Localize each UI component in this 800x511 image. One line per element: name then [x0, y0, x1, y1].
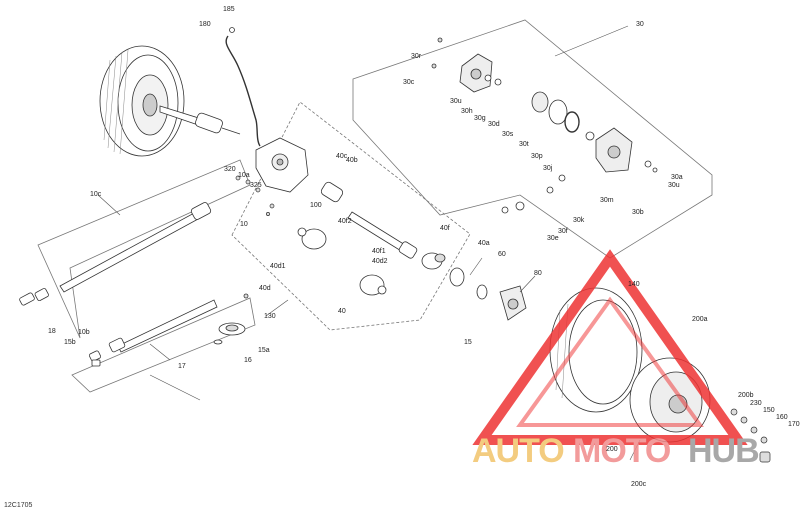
callout-30k: 30k: [573, 217, 585, 224]
callout-30f: 30f: [558, 228, 568, 235]
callout-200a: 200a: [692, 316, 708, 323]
watermark-text-moto: MOTO: [573, 432, 671, 470]
callout-40f2: 40f2: [338, 218, 352, 225]
callout-30e: 30e: [547, 235, 559, 242]
front-gearbox: [255, 137, 309, 193]
propeller-shaft: [19, 202, 212, 306]
callout-40d2: 40d2: [372, 258, 388, 265]
callout-30b: 30b: [632, 209, 644, 216]
drive-shaft: [89, 299, 218, 367]
callout-10: 10: [240, 221, 248, 228]
callout-15: 15: [464, 339, 472, 346]
diagram-code: 12C1705: [4, 502, 33, 509]
callout-320: 320: [224, 166, 236, 173]
callout-30g: 30g: [474, 115, 486, 122]
callout-80: 80: [534, 270, 542, 277]
halfshaft-40: [297, 181, 446, 296]
callout-200: 200: [606, 446, 618, 453]
callout-40f: 40f: [440, 225, 450, 232]
watermark-text-hub: HUB: [688, 432, 759, 470]
callout-200b: 200b: [738, 392, 754, 399]
leader-lines: [97, 25, 641, 461]
callout-30c: 30c: [403, 79, 415, 86]
callout-30s: 30s: [502, 131, 514, 138]
callout-30r: 30r: [411, 53, 422, 60]
callout-40b: 40b: [346, 157, 358, 164]
callout-30: 30: [636, 21, 644, 28]
frame-driveshaft-group: [71, 297, 256, 393]
rear-differential: [431, 37, 658, 214]
watermark: AUTO MOTO HUB: [472, 249, 760, 470]
callout-30u: 30u: [668, 182, 680, 189]
callout-230: 230: [750, 400, 762, 407]
callout-40: 40: [338, 308, 346, 315]
callout-30t: 30t: [519, 141, 529, 148]
vent-hose: [225, 27, 261, 147]
carrier-bearing: [213, 293, 249, 345]
callout-40a: 40a: [478, 240, 490, 247]
small-fasteners-right: [730, 408, 771, 463]
callout-185: 185: [223, 6, 235, 13]
callout-15a: 15a: [258, 347, 270, 354]
callout-30p: 30p: [531, 153, 543, 160]
callout-40d: 40d: [259, 285, 271, 292]
callout-10a: 10a: [238, 172, 250, 179]
left-halfshaft: [159, 105, 241, 135]
callout-16: 16: [244, 357, 252, 364]
callout-200c: 200c: [631, 481, 647, 488]
callout-10c: 10c: [90, 191, 102, 198]
callout-180: 180: [199, 21, 211, 28]
callout-325: 325: [250, 182, 262, 189]
callout-30a: 30a: [671, 174, 683, 181]
callout-15b: 15b: [64, 339, 76, 346]
callout-30h: 30h: [461, 108, 473, 115]
frame-shaft-group: [37, 159, 251, 339]
callout-130: 130: [264, 313, 276, 320]
callout-140: 140: [628, 281, 640, 288]
callout-160: 160: [776, 414, 788, 421]
callout-17: 17: [178, 363, 186, 370]
callout-30j: 30j: [543, 165, 553, 172]
callout-100: 100: [310, 202, 322, 209]
callout-30u: 30u: [450, 98, 462, 105]
frame-halfshaft-group: [231, 101, 471, 331]
callout-40f1: 40f1: [372, 248, 386, 255]
callout-40d1: 40d1: [270, 263, 286, 270]
watermark-triangle: [472, 249, 748, 445]
watermark-text-auto: AUTO: [472, 432, 564, 470]
callout-30d: 30d: [488, 121, 500, 128]
callout-170: 170: [788, 421, 800, 428]
hub-parts: [449, 267, 527, 321]
callout-10b: 10b: [78, 329, 90, 336]
frame-diff-group: [352, 19, 713, 259]
callout-150: 150: [763, 407, 775, 414]
callout-60: 60: [498, 251, 506, 258]
small-fasteners-left: [235, 175, 275, 216]
callout-18: 18: [48, 328, 56, 335]
left-wheel-assembly: [99, 45, 185, 157]
callout-30m: 30m: [600, 197, 614, 204]
callout-40c: 40c: [336, 153, 348, 160]
